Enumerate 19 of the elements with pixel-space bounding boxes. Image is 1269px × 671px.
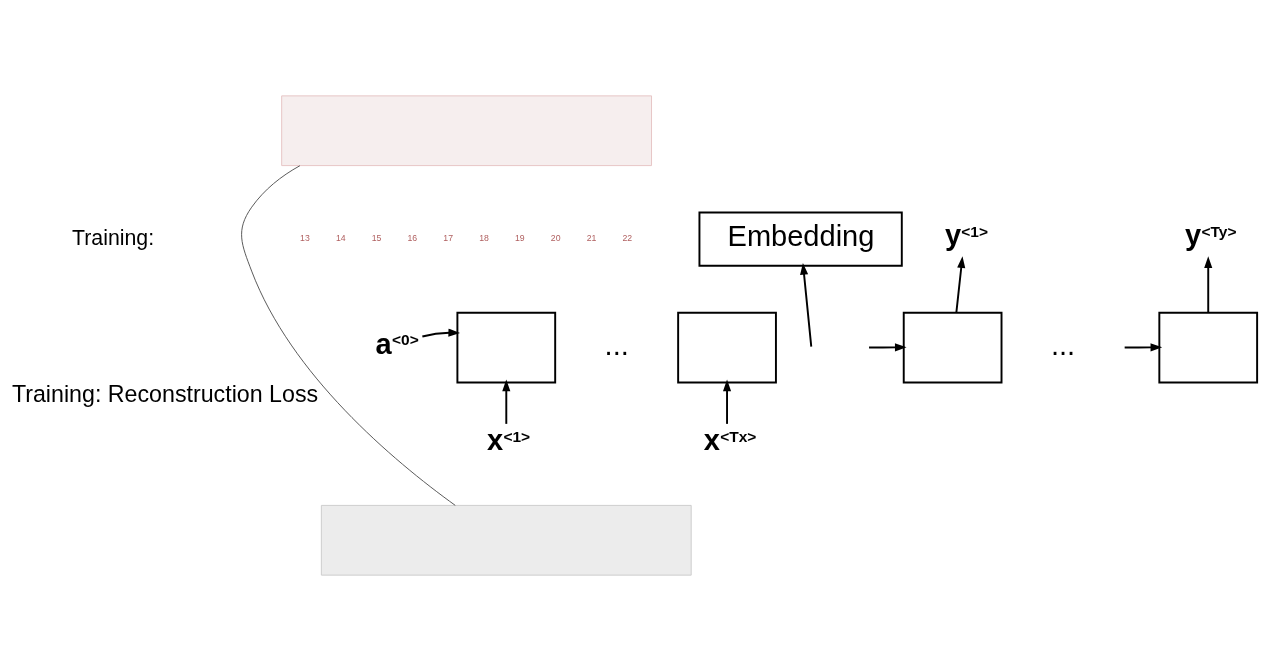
label: 15 [371,233,382,244]
label: 14 [335,233,346,244]
label: Training: [72,225,155,250]
node-text: y$^{<1>}$ [944,219,989,252]
label: 18 [479,233,489,244]
label: 21 [586,233,597,244]
label: 20 [550,233,561,244]
label: 16 [407,233,418,244]
label: 19 [515,233,525,244]
label: 13 [300,233,310,244]
node-text: a$^{<0>}$ [375,327,419,360]
label: ... [604,328,629,361]
node-text: y$^{<Ty>}$ [1184,219,1237,252]
node-text: x$^{<Tx>}$ [703,424,757,457]
edge-label: Training: Reconstruction Loss [11,381,319,408]
label: ... [1050,328,1076,361]
node-text: x$^{<1>}$ [486,424,531,457]
label: 22 [622,233,633,244]
label: 17 [443,233,454,244]
